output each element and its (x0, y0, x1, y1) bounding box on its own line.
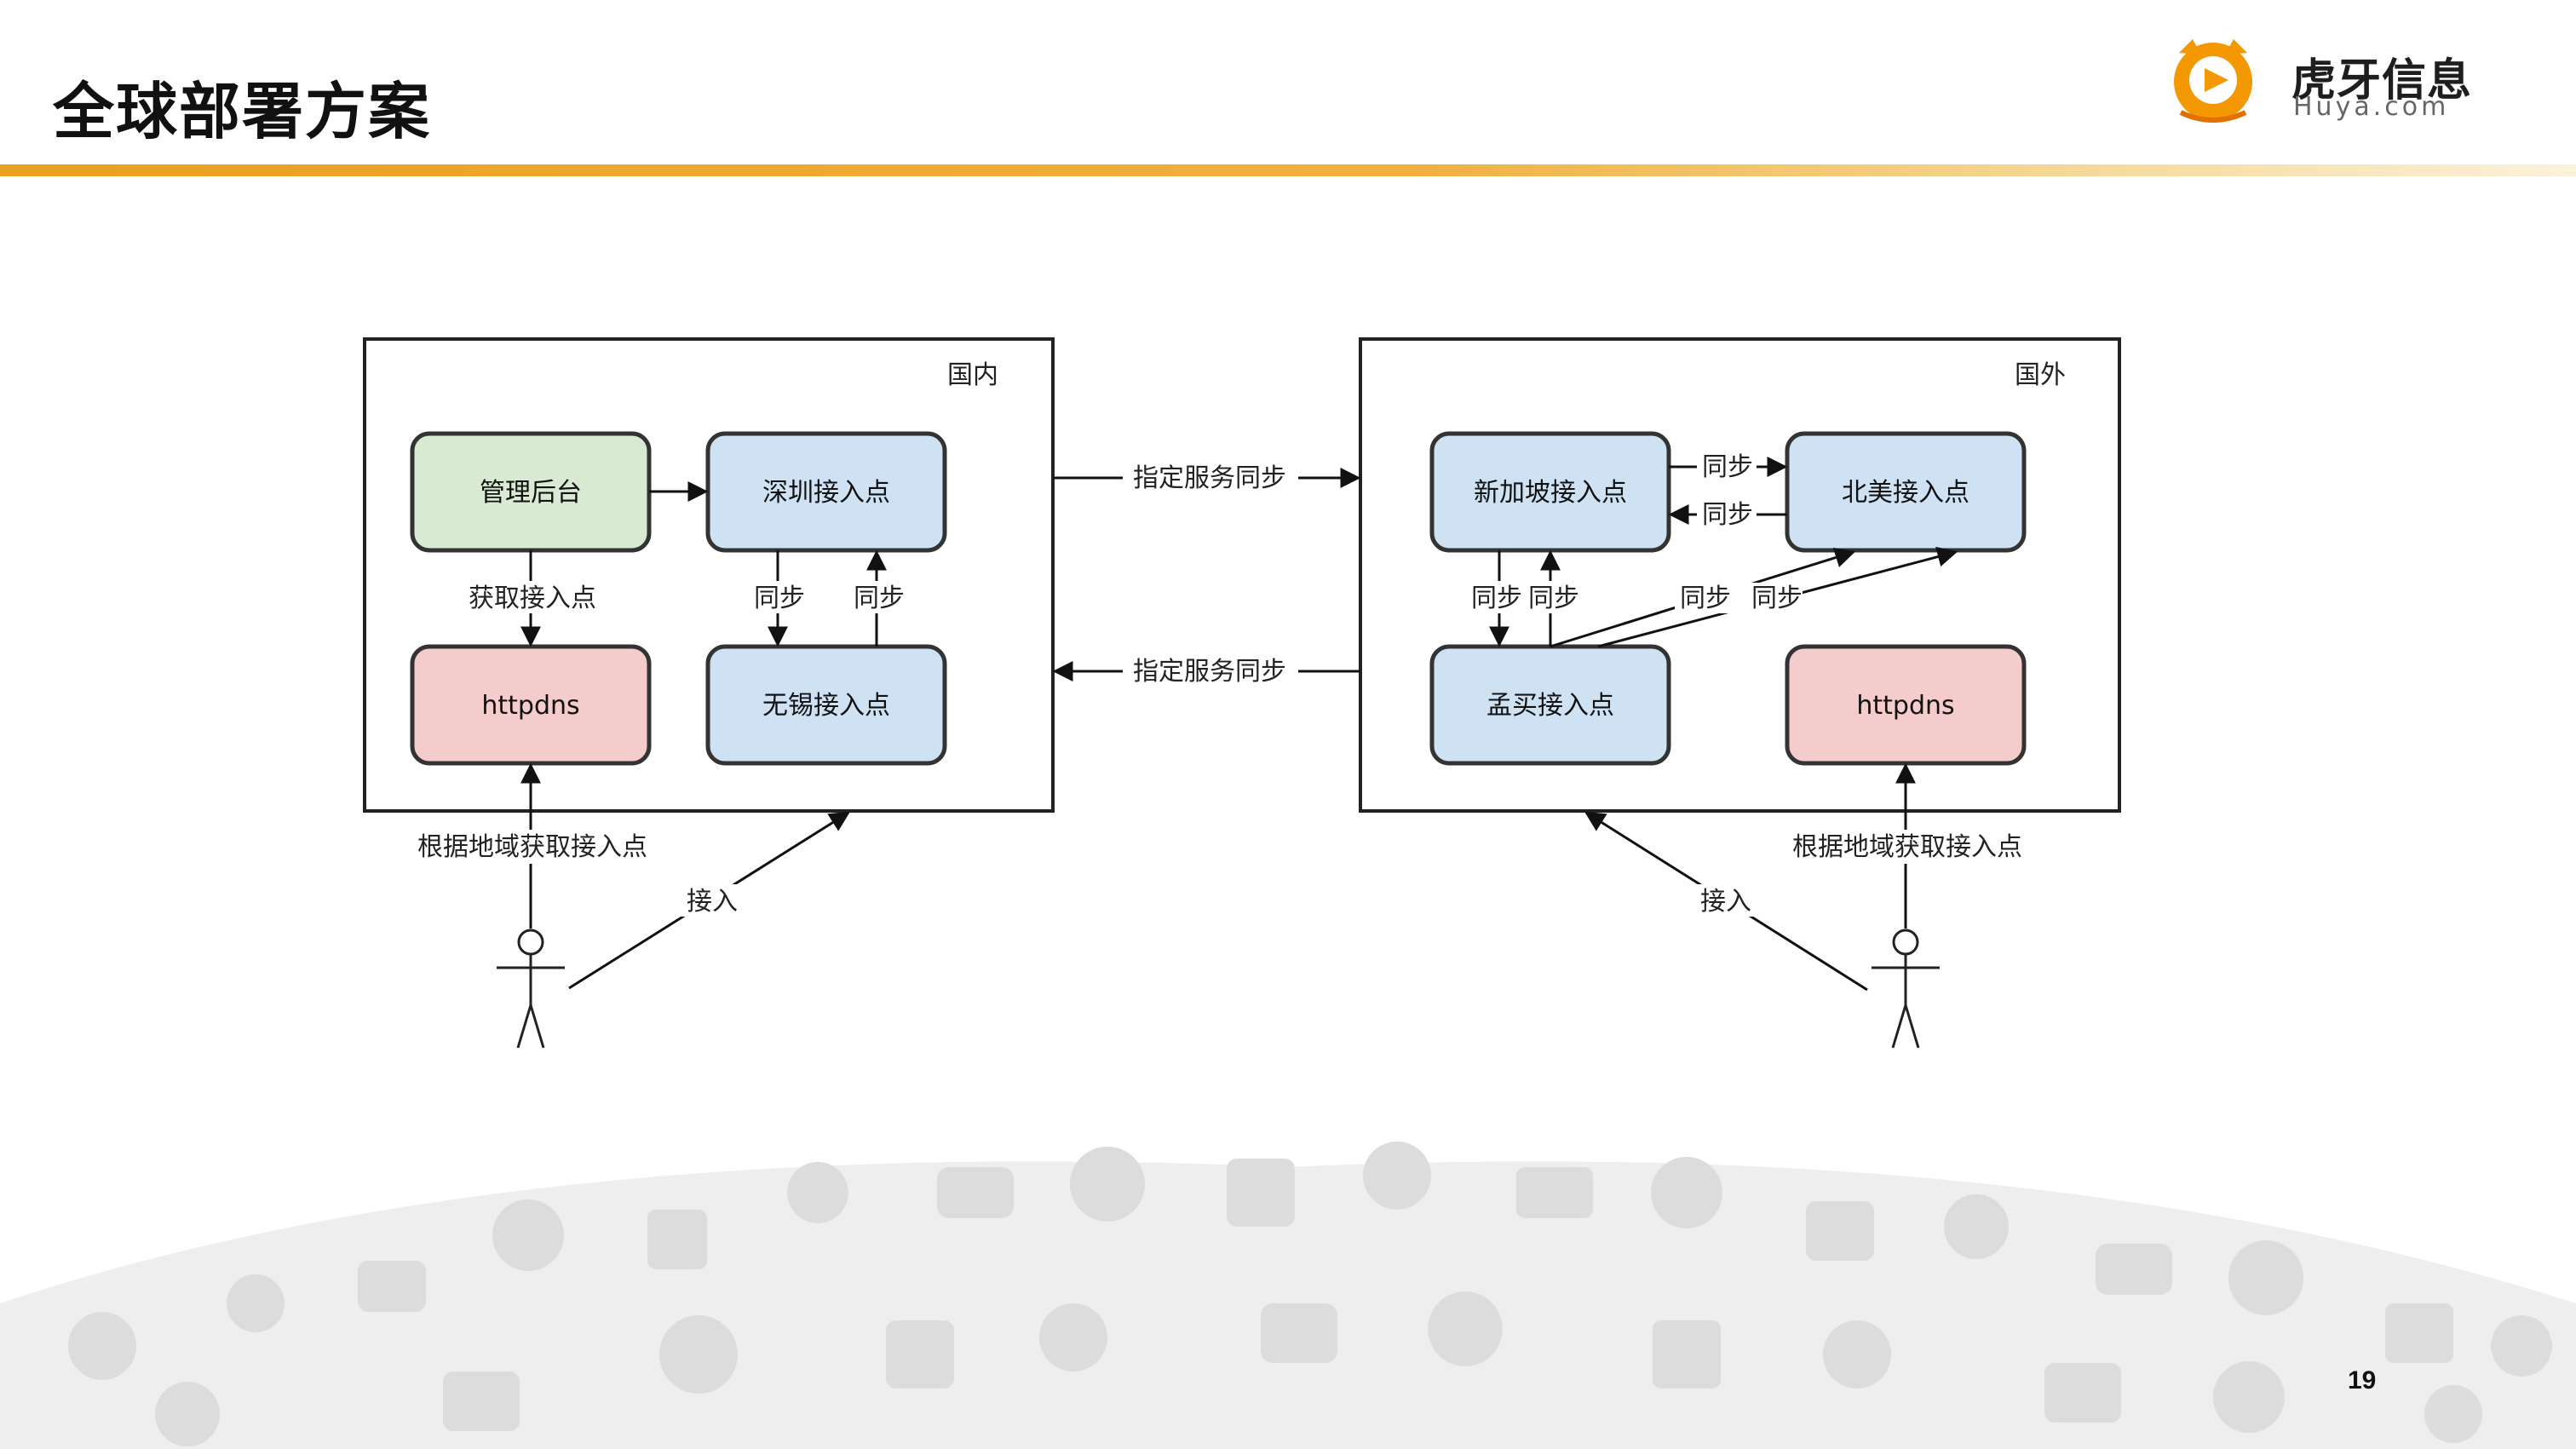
wx-to-sz-sync-label: 同步 (854, 584, 905, 613)
wuxi-access-label: 无锡接入点 (762, 691, 890, 721)
geo-fetch-overseas-label: 根据地域获取接入点 (1792, 832, 2022, 862)
mb-to-sg-sync-label: 同步 (1528, 584, 1579, 613)
mumbai-access-label: 孟买接入点 (1486, 691, 1614, 721)
logo-domain: Huya.com (2293, 92, 2450, 122)
page-title: 全球部署方案 (53, 75, 432, 147)
access-overseas-label: 接入 (1700, 887, 1751, 917)
tiger-mascot-icon (2174, 39, 2252, 123)
admin-backend-node: 管理后台 (410, 431, 652, 553)
sg-to-mb-sync-label: 同步 (1471, 584, 1522, 613)
overseas-region-label: 国外 (2015, 360, 2066, 390)
overseas-region (1359, 337, 2121, 813)
wuxi-access-node: 无锡接入点 (705, 644, 947, 766)
domestic-region-label: 国内 (947, 360, 998, 390)
huya-logo (2174, 39, 2252, 123)
overseas-user-icon (1872, 929, 1940, 1049)
shenzhen-access-label: 深圳接入点 (762, 478, 890, 508)
httpdns-domestic-label: httpdns (481, 691, 579, 721)
singapore-access-label: 新加坡接入点 (1474, 478, 1627, 508)
north-america-access-node: 北美接入点 (1785, 431, 2027, 553)
access-domestic-label: 接入 (687, 887, 738, 917)
domestic-user-icon (497, 929, 565, 1049)
header-divider (0, 164, 2576, 176)
logo-wordmark: 虎牙信息 (2291, 55, 2473, 106)
singapore-access-node: 新加坡接入点 (1429, 431, 1671, 553)
mb-to-na-sync-label-1: 同步 (1680, 584, 1731, 613)
admin-backend-label: 管理后台 (480, 478, 582, 508)
decorative-game-icons-pattern (0, 1141, 2576, 1449)
geo-fetch-domestic-label: 根据地域获取接入点 (417, 832, 647, 862)
na-to-sg-sync-label: 同步 (1702, 500, 1753, 530)
mb-to-na-sync-label-2: 同步 (1751, 584, 1803, 613)
sz-to-wx-sync-label: 同步 (754, 584, 805, 613)
page-number: 19 (2348, 1366, 2377, 1394)
domestic-region (363, 337, 1055, 813)
north-america-access-label: 北美接入点 (1842, 478, 1969, 508)
sg-to-na-sync-label: 同步 (1702, 452, 1753, 482)
httpdns-overseas-label: httpdns (1856, 691, 1954, 721)
fetch-access-point-label: 获取接入点 (469, 584, 596, 613)
httpdns-domestic-node: httpdns (410, 644, 652, 766)
shenzhen-access-node: 深圳接入点 (705, 431, 947, 553)
specified-service-sync-bottom-label: 指定服务同步 (1133, 657, 1286, 687)
httpdns-overseas-node: httpdns (1785, 644, 2027, 766)
specified-service-sync-top-label: 指定服务同步 (1133, 463, 1286, 493)
mumbai-access-node: 孟买接入点 (1429, 644, 1671, 766)
